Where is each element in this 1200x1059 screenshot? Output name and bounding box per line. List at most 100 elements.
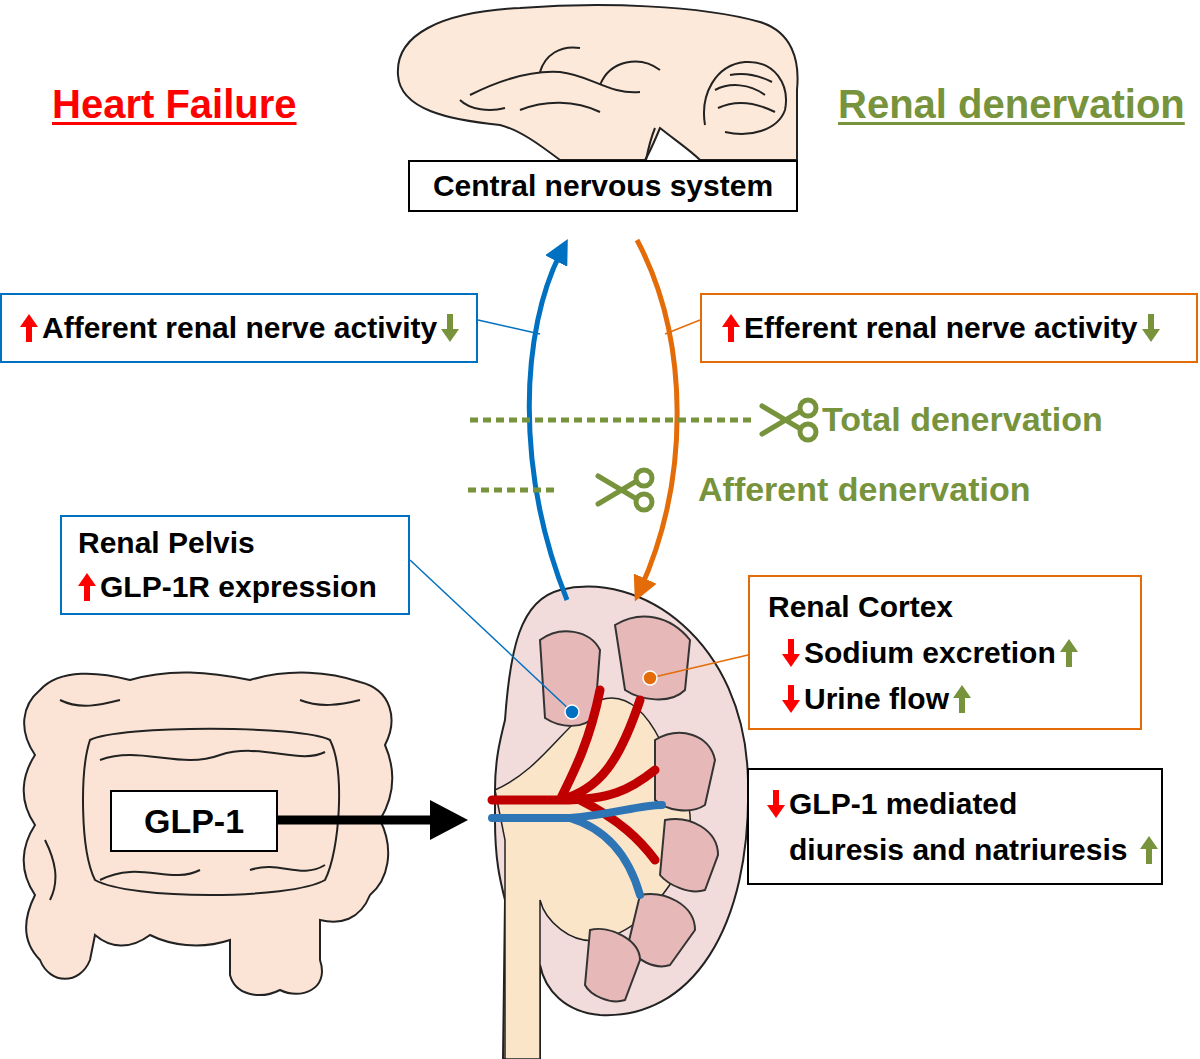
- arrow-head: [1140, 836, 1158, 849]
- section-heading: Renal denervation: [838, 80, 1185, 128]
- intervention-label: Total denervation: [822, 399, 1103, 440]
- text-box: Central nervous system: [408, 160, 798, 212]
- scissors-handle: [636, 494, 652, 510]
- arrow-head: [1060, 639, 1078, 652]
- arrow-head: [782, 700, 800, 713]
- arrow-shaft: [773, 790, 779, 807]
- box-text: Central nervous system: [433, 167, 773, 205]
- down-arrow-symbol: [782, 684, 800, 714]
- arrow-head: [722, 314, 740, 327]
- arrow-shaft: [788, 685, 794, 702]
- scissors-handle: [636, 470, 652, 486]
- text-row: Renal Cortex: [768, 584, 1134, 630]
- scissors-blade: [598, 482, 635, 504]
- down-arrow-symbol: [782, 638, 800, 668]
- text-row: Efferent renal nerve activity: [722, 309, 1190, 347]
- arrow-shaft: [1148, 314, 1154, 331]
- box-text: Urine flow: [804, 676, 949, 722]
- brain-illustration: [398, 5, 798, 160]
- up-arrow-symbol: [78, 572, 96, 602]
- text-row: Sodium excretion: [782, 630, 1134, 676]
- cut-line: [470, 418, 755, 423]
- box-text: GLP-1 mediated diuresis and natriuresis: [789, 781, 1136, 873]
- down-arrow-symbol: [767, 789, 785, 819]
- up-arrow-symbol: [1140, 835, 1158, 865]
- up-arrow-symbol: [1060, 638, 1078, 668]
- text-box: Renal PelvisGLP-1R expression: [60, 515, 410, 615]
- text-box: GLP-1: [110, 790, 278, 852]
- text-box: Afferent renal nerve activity: [0, 293, 478, 363]
- arrow-shaft: [447, 314, 453, 331]
- text-row: Urine flow: [782, 676, 1134, 722]
- brain-gyri: [460, 47, 660, 112]
- arrow-shaft: [959, 696, 965, 713]
- medullary-pyramid: [655, 733, 715, 810]
- location-dot: [565, 705, 579, 719]
- arrow-shaft: [84, 584, 90, 601]
- brain-stem: [646, 128, 655, 160]
- text-row: GLP-1 mediated diuresis and natriuresis: [767, 781, 1159, 873]
- arrow-head: [441, 329, 459, 342]
- intervention-label: Afferent denervation: [698, 469, 1031, 510]
- up-arrow-symbol: [722, 313, 740, 343]
- arrow-head: [767, 805, 785, 818]
- box-text: Efferent renal nerve activity: [744, 309, 1138, 347]
- afferent-nerve-arrow: [529, 250, 567, 600]
- medullary-pyramid: [585, 929, 640, 1001]
- scissors-handle: [800, 400, 816, 416]
- text-box: Renal CortexSodium excretionUrine flow: [748, 575, 1142, 730]
- scissors-handle: [800, 424, 816, 440]
- arrow-head: [782, 654, 800, 667]
- kidney-illustration: [492, 587, 748, 1059]
- box-text: GLP-1R expression: [100, 565, 377, 609]
- text-row: GLP-1R expression: [78, 565, 402, 609]
- leader-line: [478, 320, 540, 334]
- scissors-symbol: [762, 400, 816, 440]
- secretion-arrow-head: [430, 800, 468, 840]
- renal-artery: [492, 690, 655, 860]
- efferent-nerve-arrow: [637, 240, 677, 590]
- medullary-pyramid: [660, 819, 718, 891]
- text-box: Efferent renal nerve activity: [700, 293, 1198, 363]
- arrow-head: [953, 685, 971, 698]
- intestine-illustration: [24, 672, 393, 995]
- arrow-head: [78, 573, 96, 586]
- arrow-head: [20, 314, 38, 327]
- arrow-head: [1142, 329, 1160, 342]
- box-text: GLP-1: [144, 800, 244, 843]
- box-text: Renal Pelvis: [78, 521, 255, 565]
- renal-vein: [492, 805, 662, 895]
- text-box: GLP-1 mediated diuresis and natriuresis: [747, 768, 1163, 885]
- cerebellum: [704, 62, 786, 134]
- cut-line: [468, 488, 555, 493]
- scissors-blade: [762, 412, 799, 434]
- medullary-pyramid: [615, 617, 690, 700]
- leader-line: [650, 655, 748, 678]
- text-row: Afferent renal nerve activity: [20, 309, 470, 347]
- brain-outline: [398, 5, 798, 160]
- text-row: GLP-1: [112, 800, 276, 843]
- colon-outline: [24, 672, 393, 995]
- text-row: Central nervous system: [418, 167, 788, 205]
- arrow-shaft: [728, 325, 734, 342]
- scissors-symbol: [598, 470, 652, 510]
- leader-line: [665, 320, 700, 334]
- secretion-arrow-shaft: [278, 816, 435, 825]
- down-arrow-symbol: [441, 313, 459, 343]
- arrow-shaft: [788, 639, 794, 656]
- intestine-coils: [45, 700, 360, 900]
- text-row: Renal Pelvis: [78, 521, 402, 565]
- arrow-shaft: [1146, 847, 1152, 864]
- box-text: Sodium excretion: [804, 630, 1056, 676]
- arrow-shaft: [26, 325, 32, 342]
- box-text: Renal Cortex: [768, 584, 953, 630]
- box-text: Afferent renal nerve activity: [42, 309, 437, 347]
- leader-line: [410, 560, 572, 712]
- section-heading: Heart Failure: [52, 80, 297, 128]
- arrow-shaft: [1066, 650, 1072, 667]
- up-arrow-symbol: [20, 313, 38, 343]
- down-arrow-symbol: [1142, 313, 1160, 343]
- location-dot: [643, 671, 657, 685]
- up-arrow-symbol: [953, 684, 971, 714]
